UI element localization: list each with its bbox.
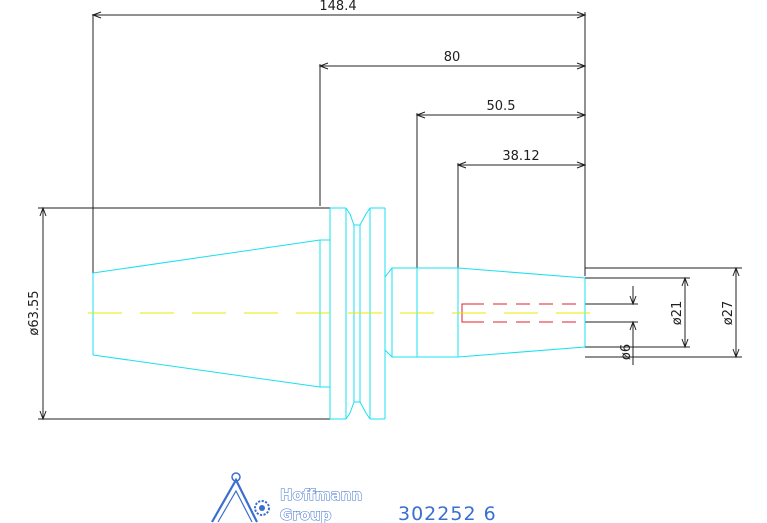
tool-holder-outline (92, 207, 586, 420)
dim-taper-length: 38.12 (502, 149, 539, 164)
logo-line1: Hoffmann (280, 486, 362, 504)
part-number: 302252 6 (398, 503, 497, 523)
dim-shank-length: 50.5 (487, 99, 516, 114)
dimension-labels: 148.4 80 50.5 38.12 ø63.55 ø21 ø27 ø6 (27, 0, 736, 360)
dim-flange-to-end: 80 (444, 50, 461, 65)
dim-bore-diameter: ø6 (619, 344, 634, 360)
dim-overall-length: 148.4 (319, 0, 356, 14)
dim-shank-diameter-outer: ø27 (721, 301, 736, 326)
hoffmann-logo: Hoffmann Group (211, 472, 363, 523)
logo-line2: Group (280, 506, 332, 523)
dim-flange-diameter: ø63.55 (27, 290, 42, 335)
dim-shank-diameter-inner: ø21 (670, 301, 685, 326)
dimension-lines (38, 11, 742, 421)
